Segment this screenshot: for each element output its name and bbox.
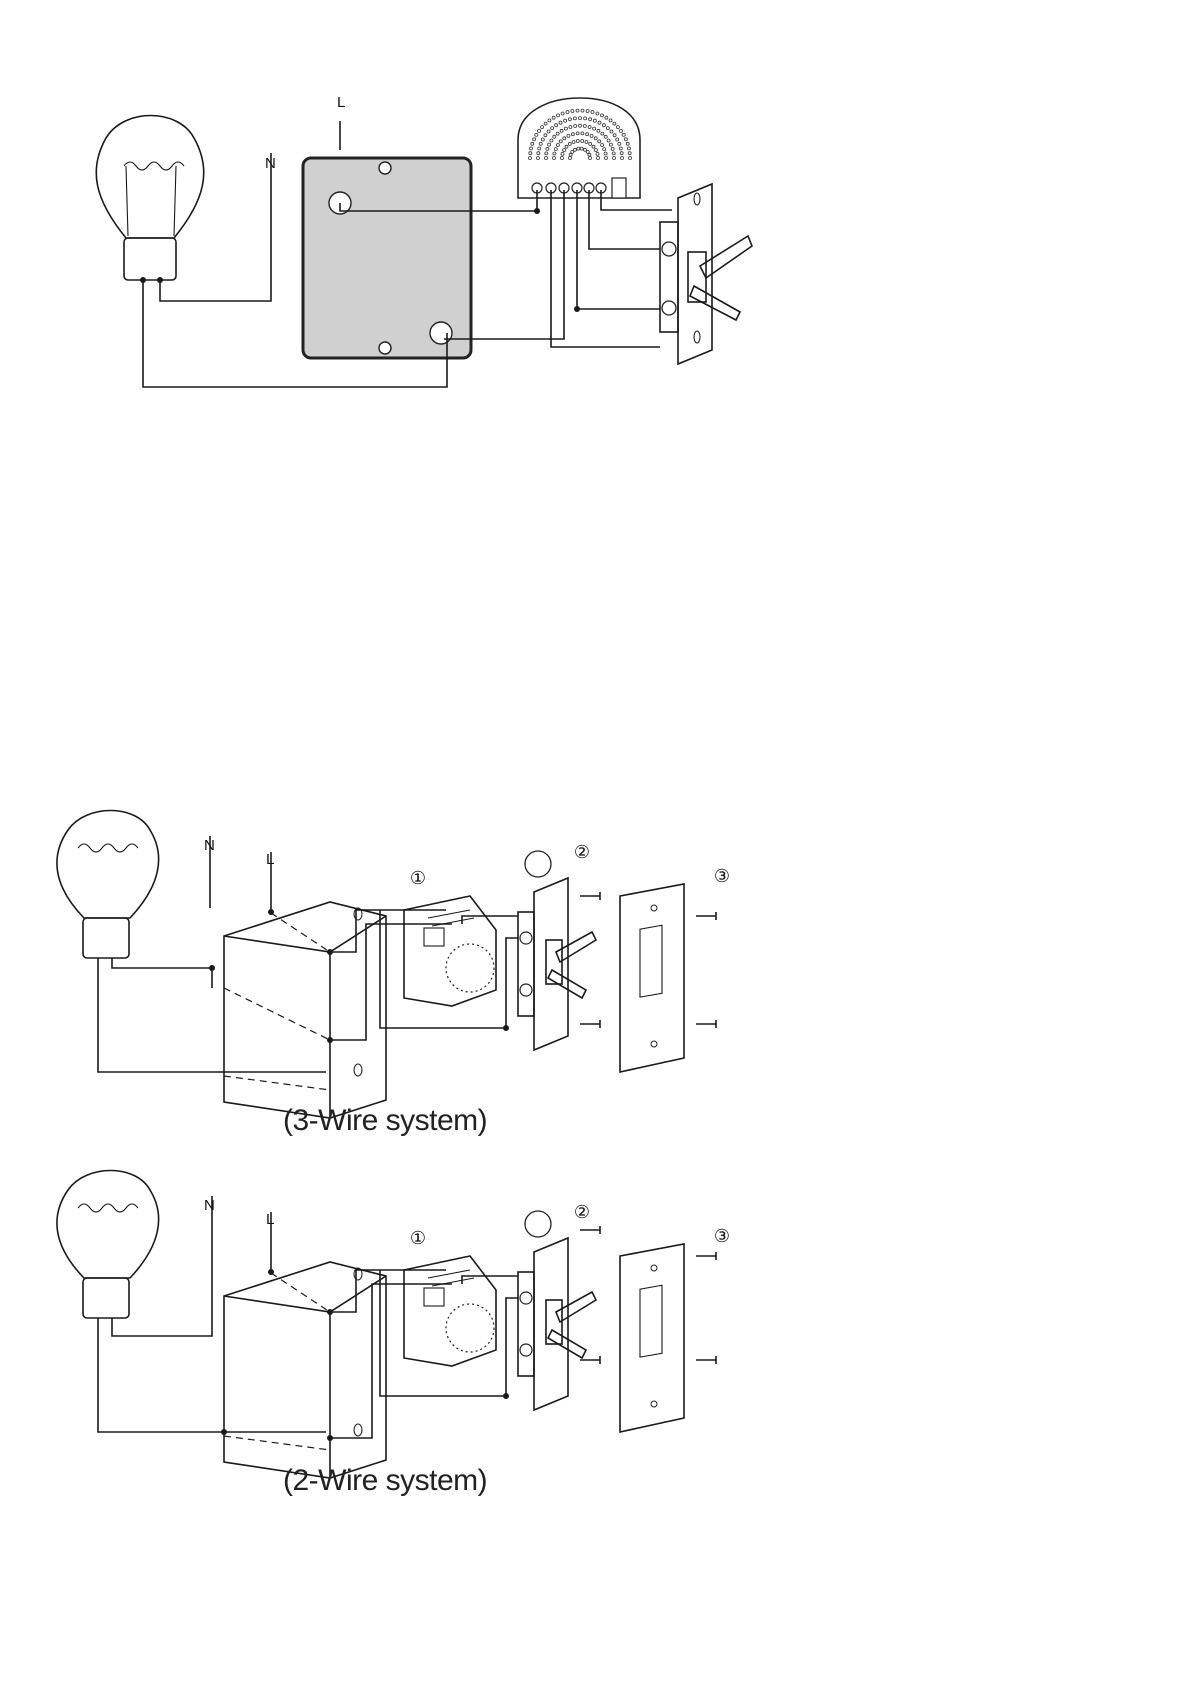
label-l: L	[266, 1211, 274, 1228]
light-bulb-icon	[57, 1171, 159, 1319]
label-l: L	[337, 94, 345, 111]
top-wiring-diagram: L N	[0, 0, 1190, 420]
marker-module: ①	[410, 1228, 426, 1248]
light-bulb-icon	[96, 116, 204, 281]
screw-icon	[696, 1252, 716, 1260]
caption-3-wire: (3-Wire system)	[283, 1104, 487, 1138]
wall-switch	[660, 184, 752, 364]
micro-module	[518, 98, 640, 198]
electrical-box	[224, 902, 386, 1118]
label-n: N	[204, 1197, 215, 1214]
marker-module: ①	[410, 868, 426, 888]
label-l: L	[266, 851, 274, 868]
light-bulb-icon	[57, 811, 159, 959]
marker-switch: ②	[574, 842, 590, 862]
label-n: N	[204, 837, 215, 854]
wall-switch	[518, 1211, 596, 1410]
electrical-box	[224, 1262, 386, 1478]
wires	[98, 836, 518, 1072]
label-n: N	[265, 155, 276, 172]
screw-icon	[696, 912, 716, 920]
wall-switch	[518, 851, 596, 1050]
micro-module	[404, 1256, 496, 1366]
marker-plate: ③	[714, 1226, 730, 1246]
junction-box	[303, 158, 471, 358]
wall-plate	[620, 884, 684, 1072]
three-wire-diagram: N L ① ② ③	[0, 800, 1190, 1120]
screw-icon	[696, 1020, 716, 1028]
caption-2-wire: (2-Wire system)	[283, 1464, 487, 1498]
screw-icon	[580, 1226, 600, 1234]
screw-icon	[580, 892, 600, 900]
screw-icon	[696, 1356, 716, 1364]
wires	[98, 1196, 518, 1441]
two-wire-diagram: N L ① ② ③	[0, 1160, 1190, 1480]
marker-switch: ②	[574, 1202, 590, 1222]
marker-plate: ③	[714, 866, 730, 886]
wall-plate	[620, 1244, 684, 1432]
screw-icon	[580, 1020, 600, 1028]
micro-module	[404, 896, 496, 1006]
